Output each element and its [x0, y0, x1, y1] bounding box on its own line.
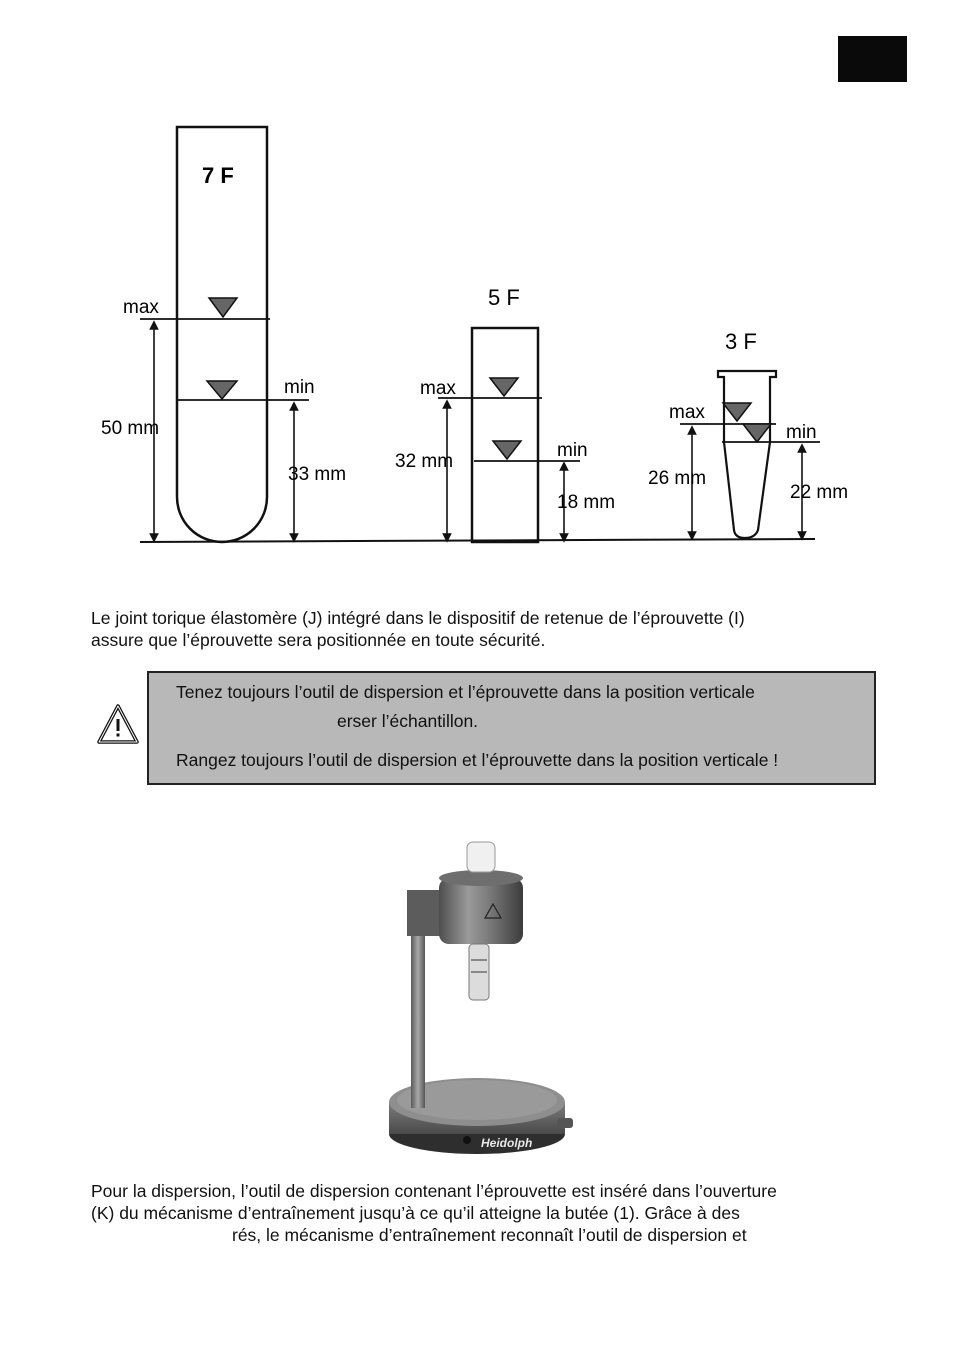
- paragraph-line: rés, le mécanisme d’entraînement reconna…: [232, 1225, 747, 1245]
- tube-fill-level-diagram: 7 F max min 50 mm 33 mm 5 F max min 32 m…: [101, 125, 848, 544]
- tube-3f-max-label: max: [669, 402, 705, 423]
- tube-3f-min-height: 22 mm: [790, 482, 848, 503]
- tube-7f-min-triangle: [205, 380, 239, 401]
- tube-3f-title: 3 F: [725, 329, 757, 354]
- tube-7f-min-label: min: [284, 377, 315, 398]
- baseline: [139, 538, 816, 543]
- paragraph-line: assure que l’éprouvette sera positionnée…: [91, 630, 546, 650]
- tube-5f-title: 5 F: [488, 285, 520, 310]
- paragraph-o-ring: Le joint torique élastomère (J) intégré …: [91, 607, 745, 651]
- paragraph-line: Pour la dispersion, l’outil de dispersio…: [91, 1181, 777, 1201]
- paragraph-dispersion: Pour la dispersion, l’outil de dispersio…: [91, 1180, 777, 1246]
- tube-5f-max-triangle: [488, 377, 520, 398]
- paragraph-line: Le joint torique élastomère (J) intégré …: [91, 608, 745, 628]
- tube-7f-max-height: 50 mm: [101, 418, 159, 439]
- tube-5f-max-label: max: [420, 378, 456, 399]
- tube-3f: [716, 369, 778, 540]
- warning-box: Tenez toujours l’outil de dispersion et …: [147, 671, 876, 785]
- page-tab-marker: [838, 36, 907, 82]
- tube-3f-min-triangle: [741, 423, 773, 444]
- tube-3f-min-label: min: [786, 422, 817, 443]
- warning-line-3: Rangez toujours l’outil de dispersion et…: [176, 750, 779, 770]
- tube-7f: [175, 125, 269, 544]
- device-photo: Heidolph: [389, 841, 573, 1154]
- tube-5f-min-triangle: [491, 440, 523, 461]
- tube-7f-max-triangle: [207, 297, 239, 319]
- tube-7f-title: 7 F: [202, 163, 234, 188]
- tube-3f-max-height: 26 mm: [648, 468, 706, 489]
- tube-5f-min-label: min: [557, 440, 588, 461]
- tube-5f: [470, 326, 540, 544]
- tube-3f-max-triangle: [721, 402, 753, 423]
- tube-7f-min-height: 33 mm: [288, 464, 346, 485]
- tube-5f-min-height: 18 mm: [557, 492, 615, 513]
- tube-5f-max-height: 32 mm: [395, 451, 453, 472]
- warning-line-2: erser l’échantillon.: [337, 711, 479, 731]
- brand-logo: Heidolph: [481, 1136, 532, 1150]
- tube-7f-max-label: max: [123, 297, 159, 318]
- warning-triangle-icon: [97, 704, 139, 744]
- paragraph-line: (K) du mécanisme d’entraînement jusqu’à …: [91, 1203, 740, 1223]
- warning-line-1: Tenez toujours l’outil de dispersion et …: [176, 682, 755, 702]
